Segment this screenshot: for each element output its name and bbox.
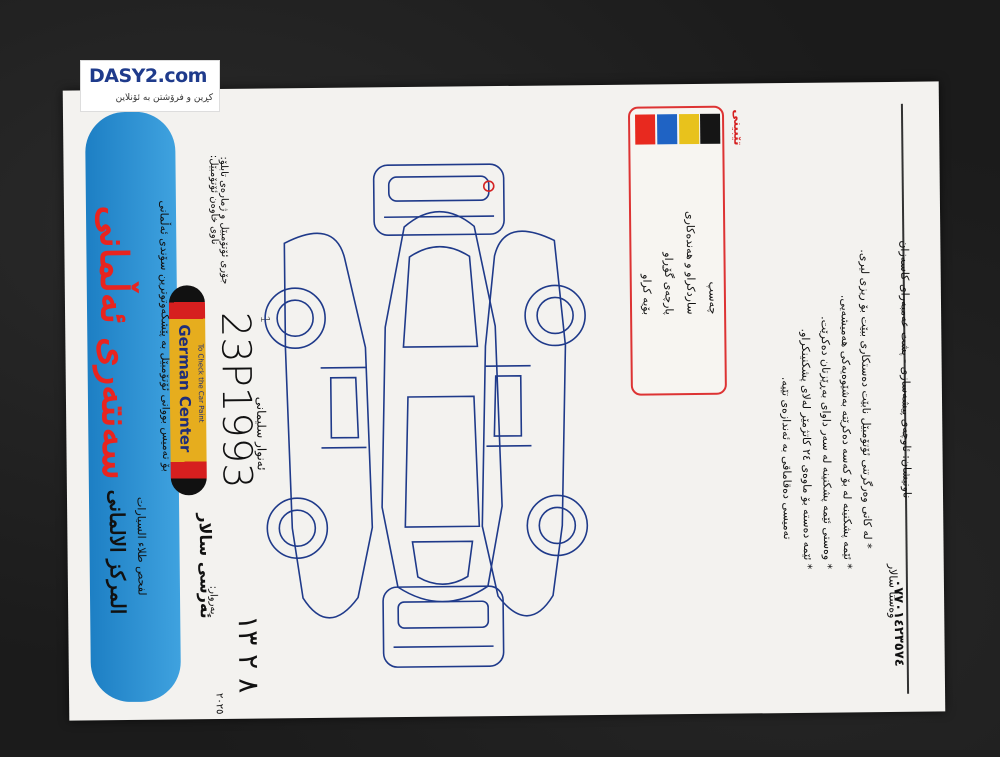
front-bumper-view [374, 164, 505, 235]
footer-phone: ٠٧٧٠١٤٢٣٥٧٤ [890, 579, 907, 739]
brand-title-arabic: المركز الالمانى [104, 382, 132, 722]
legend-swatch-red [635, 114, 655, 144]
badge-name: German Center [175, 283, 195, 493]
note-1: تەمیسی دەقاماقی بە ئەندازەی تێیە. [776, 99, 794, 539]
legend-item-black: چەسپ [705, 144, 720, 314]
legend-item-blue: پارچەی گۆڕاو [661, 145, 676, 315]
watermark-subtitle: کڕین و فرۆشتن بە ئۆنلاین [116, 93, 213, 103]
watermark-title: DASY2.com [89, 65, 207, 87]
legend-swatch-blue [657, 114, 677, 144]
footer-address: ناونیشان: ئاوچەی پیشەسازی - پشت عەمبەرای… [896, 78, 913, 498]
note-2: * ئێمە دەستە بۆ ماوەی ٢٤ کاتژمێر لەلای پ… [797, 129, 815, 569]
legend-item-yellow: ساردکراو و هەندەکاری [683, 144, 698, 314]
car-damage-diagram [213, 145, 629, 689]
rear-bumper-view [383, 586, 504, 667]
dasy2-watermark: DASY2.com کڕین و فرۆشتن بە ئۆنلاین [80, 60, 220, 112]
note-3: * وەستی ئێمە پشکنینە لە سەر داوای بەڕێزت… [817, 129, 835, 569]
inspection-sheet: سەنتەری ئەڵمانی بۆ تەمیس بووانی ئۆتۆمبێل… [63, 81, 946, 720]
right-side-view [479, 231, 588, 617]
legend-item-red: بۆیە کراو [639, 145, 654, 315]
note-4: * ئێمە پشکنینە لە بۆ کەسە دەکرێتە بەشێوە… [837, 129, 855, 569]
left-side-view [264, 233, 373, 619]
notes-title: تێبینی [731, 95, 746, 145]
legend-swatch-black [700, 114, 720, 144]
legend-box: بۆیە کراو پارچەی گۆڕاو ساردکراو و هەندەک… [628, 106, 727, 396]
legend-swatch-yellow [679, 114, 699, 144]
note-5: * لە کاتی وەرگرتنی ئۆتۆمبێل نابێت دەستکا… [856, 109, 874, 549]
